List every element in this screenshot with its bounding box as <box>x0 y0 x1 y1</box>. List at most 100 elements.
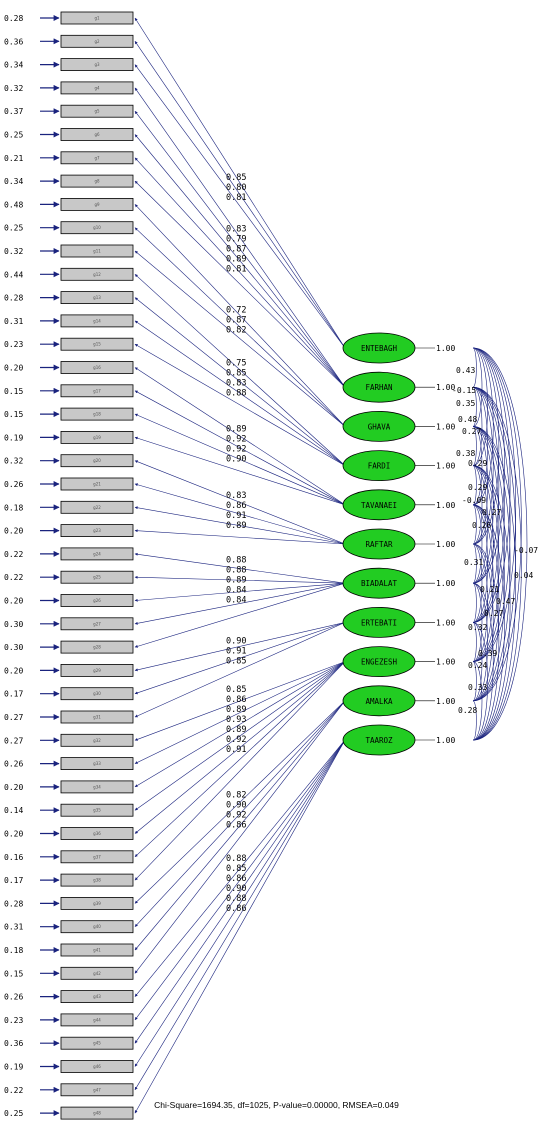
observed-item-g27 <box>60 617 134 631</box>
observed-item-g44 <box>60 1013 134 1027</box>
factor-loading: 0.89 <box>226 576 246 586</box>
latent-variance: 1.00 <box>436 579 455 588</box>
observed-item-g37 <box>60 850 134 864</box>
error-variance-15: 0.23 <box>4 340 23 349</box>
latent-variance: 1.00 <box>436 344 455 353</box>
factor-loading: 0.85 <box>226 656 246 666</box>
correlation-arc <box>472 622 488 741</box>
observed-item-label: g44 <box>93 1017 101 1022</box>
error-variance-27: 0.30 <box>4 620 23 629</box>
observed-item-label: g9 <box>94 202 100 207</box>
observed-item-g9 <box>60 197 134 211</box>
loading-path <box>134 622 346 718</box>
loading-path <box>134 700 346 927</box>
observed-item-g42 <box>60 966 134 980</box>
correlation-arc <box>472 582 494 741</box>
factor-loading: 0.89 <box>226 705 246 715</box>
factor-loading: 0.80 <box>226 183 246 193</box>
loading-path <box>134 700 346 904</box>
correlation-arc <box>472 504 500 702</box>
correlation-arc <box>472 386 483 466</box>
correlation-value: 0.27 <box>484 609 503 618</box>
factor-loading: 0.81 <box>226 193 246 203</box>
observed-item-label: g41 <box>93 948 101 953</box>
observed-item-label: g4 <box>94 85 100 90</box>
loading-path <box>134 17 346 349</box>
latent-label: TAAROZ <box>365 736 393 745</box>
observed-item-label: g12 <box>93 272 101 277</box>
error-variance-30: 0.17 <box>4 690 23 699</box>
observed-item-g14 <box>60 314 134 328</box>
correlation-arc <box>472 661 483 741</box>
error-variance-23: 0.20 <box>4 527 23 536</box>
latent-variance: 1.00 <box>436 736 455 745</box>
loading-path <box>134 41 346 349</box>
observed-item-g41 <box>60 943 134 957</box>
correlation-value: -0.09 <box>462 496 486 505</box>
factor-loading: 0.72 <box>226 305 246 315</box>
observed-item-g20 <box>60 454 134 468</box>
loading-path <box>134 739 346 1044</box>
correlation-value: 0.48 <box>458 415 477 424</box>
loading-path <box>134 739 346 997</box>
factor-loading: 0.86 <box>226 904 246 914</box>
factor-loading: 0.87 <box>226 315 246 325</box>
error-variance-46: 0.19 <box>4 1063 23 1072</box>
loading-path <box>134 367 346 506</box>
factor-loading: 0.85 <box>226 864 246 874</box>
observed-item-label: g7 <box>94 155 100 160</box>
latent-label: FARHAN <box>365 383 392 392</box>
loading-path <box>134 250 346 427</box>
correlation-value: 0.04 <box>514 571 533 580</box>
loading-path <box>134 661 346 811</box>
error-variance-42: 0.15 <box>4 969 23 978</box>
observed-item-label: g2 <box>94 39 100 44</box>
loading-path <box>134 622 346 672</box>
loading-path <box>134 661 346 834</box>
observed-item-label: g18 <box>93 412 101 417</box>
loading-path <box>134 320 346 466</box>
correlation-value: 0.39 <box>478 649 497 658</box>
error-variance-48: 0.25 <box>4 1109 23 1118</box>
factor-loading: 0.90 <box>226 455 246 465</box>
error-variance-11: 0.32 <box>4 247 23 256</box>
latent-label: FARDI <box>368 462 391 471</box>
factor-loading: 0.91 <box>226 646 246 656</box>
error-variance-38: 0.17 <box>4 876 23 885</box>
factor-loading: 0.88 <box>226 388 246 398</box>
observed-item-g32 <box>60 733 134 747</box>
observed-item-g24 <box>60 547 134 561</box>
loading-path <box>134 622 346 695</box>
error-variance-16: 0.20 <box>4 364 23 373</box>
observed-item-label: g40 <box>93 924 101 929</box>
correlation-value: 0.38 <box>456 449 475 458</box>
correlation-value: 0.32 <box>468 623 487 632</box>
factor-loading: 0.75 <box>226 358 246 368</box>
loading-path <box>134 552 346 584</box>
latent-label: GHAVA <box>368 422 391 431</box>
observed-item-g47 <box>60 1083 134 1097</box>
observed-item-label: g46 <box>93 1064 101 1069</box>
observed-item-g16 <box>60 361 134 374</box>
error-variance-45: 0.36 <box>4 1039 23 1048</box>
factor-loading: 0.84 <box>226 586 246 596</box>
observed-item-g22 <box>60 500 134 514</box>
loading-path <box>134 739 346 1114</box>
factor-loading: 0.85 <box>226 685 246 695</box>
observed-item-g28 <box>60 640 134 654</box>
observed-item-label: g13 <box>93 295 101 300</box>
observed-item-label: g23 <box>93 528 101 533</box>
observed-item-g25 <box>60 570 134 584</box>
observed-item-label: g36 <box>93 831 101 836</box>
error-variance-32: 0.27 <box>4 736 23 745</box>
observed-item-label: g34 <box>93 784 101 789</box>
correlation-value: -0.07 <box>514 546 538 555</box>
loading-path <box>134 700 346 974</box>
error-variance-8: 0.34 <box>4 177 23 186</box>
observed-item-label: g35 <box>93 808 101 813</box>
observed-item-label: g37 <box>93 854 101 859</box>
latent-label: RAFTAR <box>365 540 393 549</box>
correlation-value: 0.29 <box>468 459 487 468</box>
factor-loading: 0.83 <box>226 378 246 388</box>
